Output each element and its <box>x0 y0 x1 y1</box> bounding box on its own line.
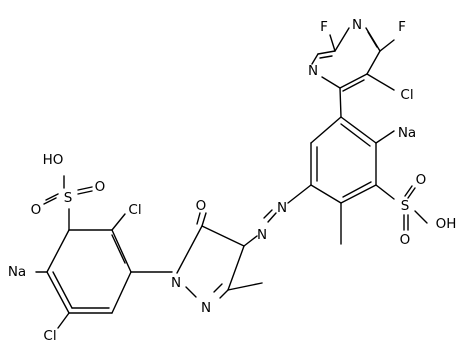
bond <box>77 186 93 191</box>
atom-oxygen: O <box>31 202 42 218</box>
bond <box>339 73 368 89</box>
atom-nitrogen: N <box>171 275 181 291</box>
bond <box>407 187 416 199</box>
bond <box>46 229 70 273</box>
bond <box>57 312 70 329</box>
bond <box>367 31 378 48</box>
atom-oxygen: O <box>95 179 106 195</box>
atom-oxygen: O <box>416 172 427 188</box>
bond <box>287 184 312 204</box>
atom-chlorine: Cl <box>43 328 56 344</box>
bond <box>111 271 132 314</box>
bond <box>334 27 350 52</box>
atom-hydroxyl: HO <box>43 152 64 168</box>
bond <box>201 212 207 227</box>
bond <box>366 50 381 75</box>
bond <box>311 53 319 65</box>
atom-nitrogen: N <box>277 200 287 216</box>
bond <box>342 181 372 198</box>
bond <box>45 193 59 201</box>
bond <box>339 87 342 118</box>
atom-chlorine: Cl <box>128 202 141 218</box>
bond <box>243 235 258 247</box>
bond <box>340 184 377 204</box>
bond <box>77 190 93 195</box>
atom-sulfur: S <box>401 198 410 214</box>
atom-fluorine: F <box>398 19 406 35</box>
bond <box>375 184 395 200</box>
bond <box>263 209 273 219</box>
bond <box>319 55 333 59</box>
bond <box>227 282 263 291</box>
bond <box>111 229 132 273</box>
bond <box>111 234 126 264</box>
atom-sulfur: S <box>64 190 73 206</box>
bond <box>267 212 277 223</box>
bond <box>329 34 336 52</box>
bond <box>414 210 428 224</box>
bond <box>340 116 377 144</box>
atom-nitrogen: N <box>201 300 211 316</box>
bond <box>404 185 413 197</box>
bond <box>310 116 342 144</box>
atom-hydroxyl: OH <box>436 216 457 232</box>
bond-lines <box>35 27 428 329</box>
bond <box>43 197 57 205</box>
bond <box>340 123 371 147</box>
bond <box>46 271 70 314</box>
bond <box>52 271 73 309</box>
atom-oxygen: O <box>196 198 207 214</box>
atom-nitrogen: N <box>257 227 267 243</box>
bond <box>213 283 223 293</box>
bond <box>227 245 245 291</box>
bond <box>375 130 395 144</box>
atom-sodium: Na <box>398 125 416 141</box>
atom-chlorine: Cl <box>400 87 413 103</box>
atom-labels: F F N N Cl Na HO S O O Cl Na Cl O N N N … <box>8 17 457 344</box>
bond <box>342 79 365 92</box>
bond <box>366 73 395 91</box>
atom-nitrogen: N <box>352 17 362 33</box>
atom-sodium: Na <box>8 264 26 280</box>
bond <box>201 225 245 247</box>
atom-fluorine: F <box>320 19 328 35</box>
bond <box>317 50 336 55</box>
bond <box>379 39 395 52</box>
bond <box>111 213 126 231</box>
bond <box>219 289 229 299</box>
bond <box>196 212 201 225</box>
bond <box>176 225 203 274</box>
bond <box>321 76 341 89</box>
atom-nitrogen: N <box>308 63 318 79</box>
bond <box>310 184 342 204</box>
atom-oxygen: O <box>400 232 411 248</box>
bond <box>185 286 197 298</box>
